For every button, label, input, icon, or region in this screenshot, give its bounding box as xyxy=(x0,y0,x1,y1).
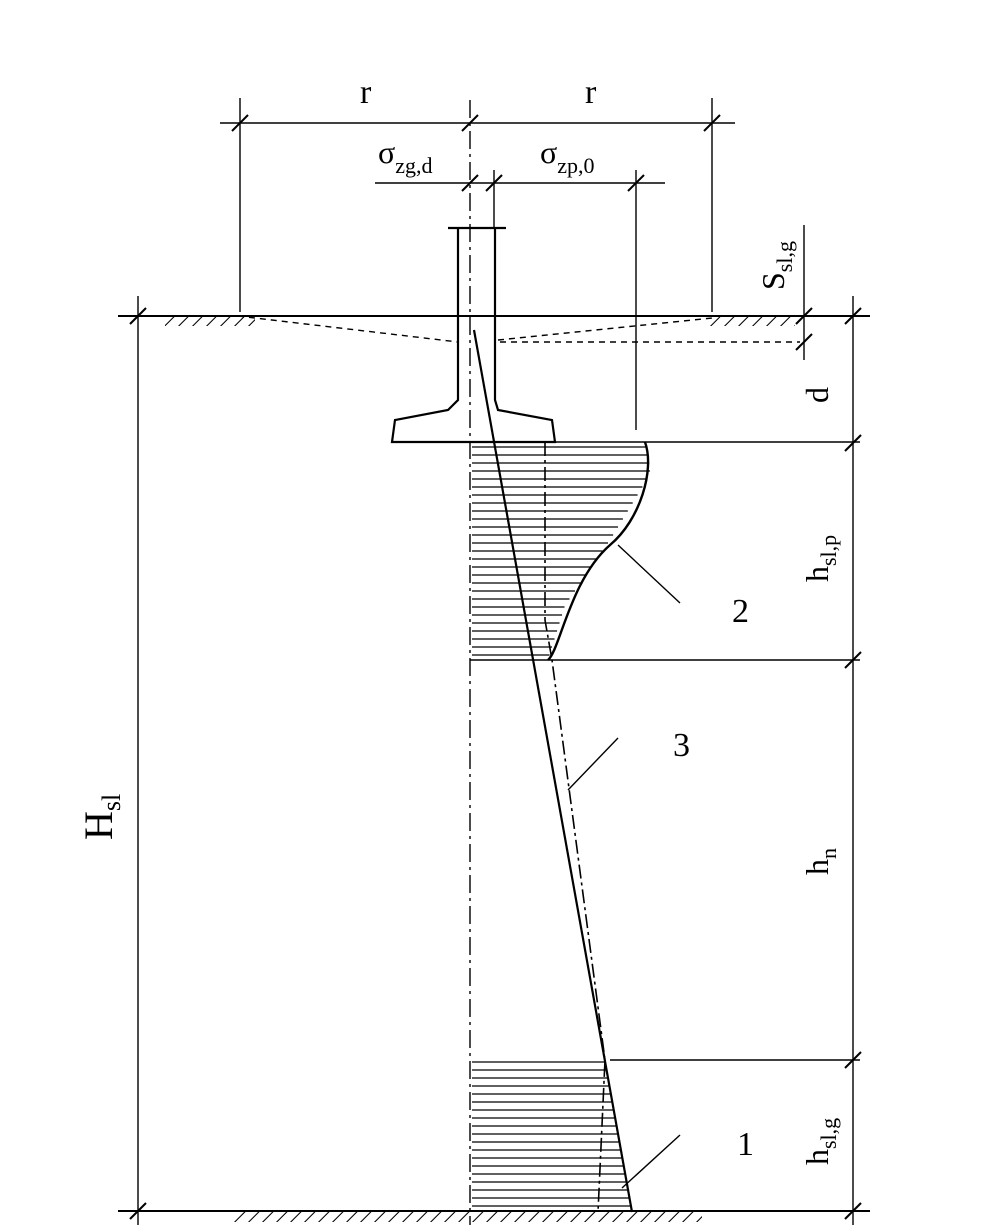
lower-stress-hatch xyxy=(472,1061,631,1207)
upper-stress-hatch xyxy=(472,446,650,656)
right-dimension-chain xyxy=(470,225,862,1225)
S-sl-g-label: Ssl,g xyxy=(755,241,797,290)
sigma-zg-label: σzg,d xyxy=(378,134,433,178)
H-sl-label: Hsl xyxy=(76,794,126,840)
leader-lines xyxy=(567,544,681,1189)
r-right-label: r xyxy=(585,74,597,111)
curve-3-label: 3 xyxy=(673,727,690,764)
d-label: d xyxy=(799,387,835,403)
r-extension-lines xyxy=(239,98,713,430)
h-n-label: hn xyxy=(799,848,841,875)
r-left-label: r xyxy=(360,74,372,111)
base-line xyxy=(118,1210,870,1222)
foundation xyxy=(390,226,557,444)
r-dimension xyxy=(220,114,735,132)
curve-3 xyxy=(544,442,606,1213)
h-sl-g-label: hsl,g xyxy=(799,1118,841,1165)
curve-1-label: 1 xyxy=(737,1126,754,1163)
sigma-zp-label: σzp,0 xyxy=(540,134,595,178)
curve-2 xyxy=(547,441,650,661)
h-sl-p-label: hsl,p xyxy=(799,535,841,582)
sigma-dimension xyxy=(375,174,665,192)
curve-2-label: 2 xyxy=(732,593,749,630)
curve-1-line xyxy=(472,329,634,1213)
surface-dashed-lines xyxy=(237,315,800,343)
left-dimension-H xyxy=(129,296,147,1225)
